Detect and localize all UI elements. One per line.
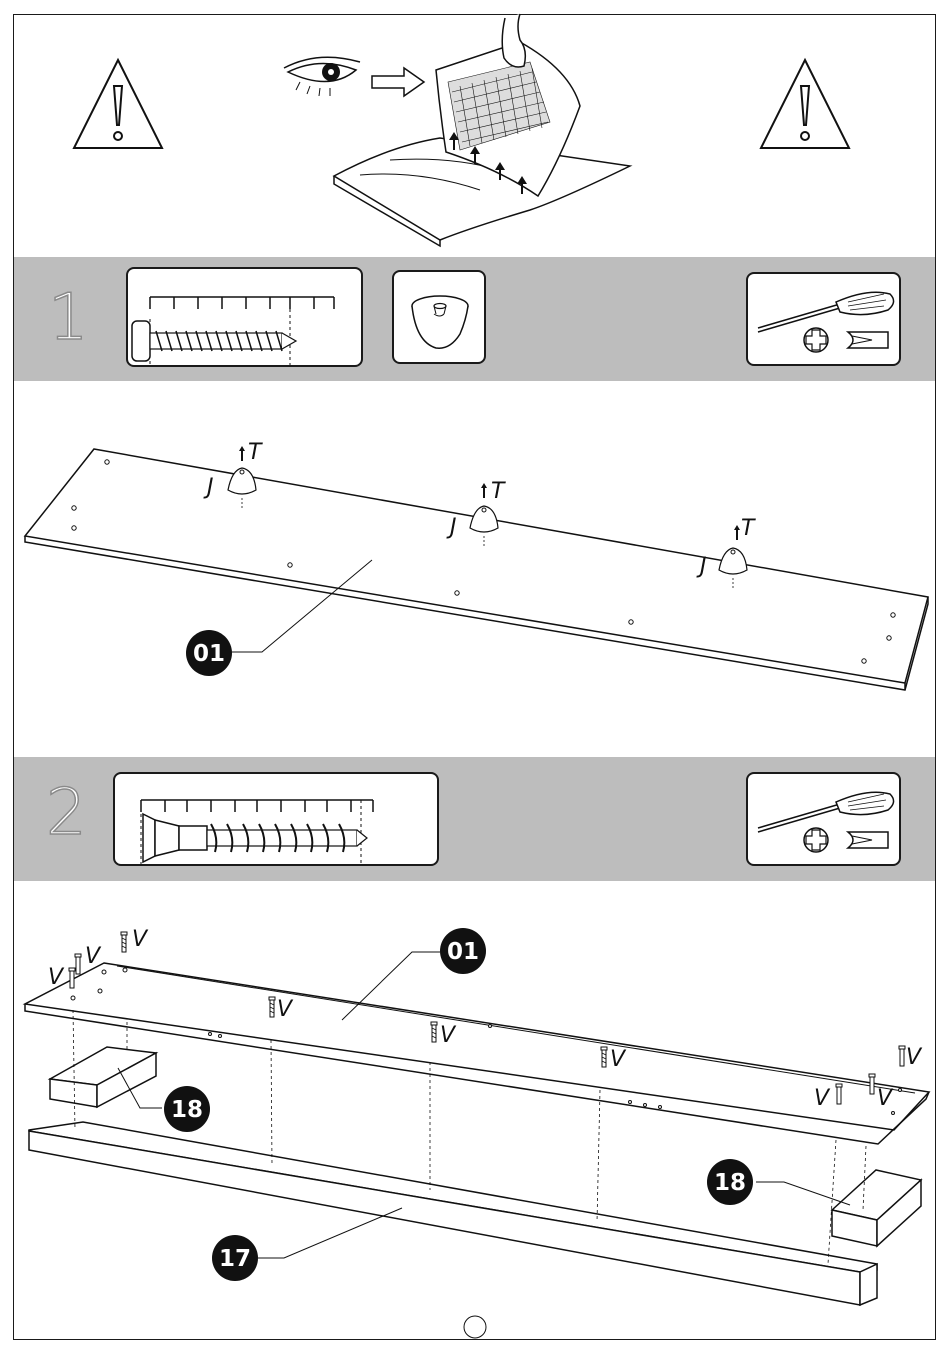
label-v-3: V — [48, 965, 65, 990]
screw-v-8 — [870, 1076, 874, 1094]
label-v-8: V — [877, 1086, 894, 1111]
callout-17-text: 17 — [219, 1246, 251, 1272]
label-v-6: V — [610, 1047, 627, 1072]
board-01-top — [25, 963, 929, 1144]
label-v-7: V — [814, 1086, 831, 1111]
label-v-4: V — [277, 997, 294, 1022]
label-v-5: V — [440, 1023, 457, 1048]
block-18-right — [832, 1170, 921, 1246]
page-number-circle — [464, 1316, 486, 1338]
screw-v-7 — [837, 1086, 841, 1104]
label-v-2: V — [85, 944, 102, 969]
screw-v-3 — [70, 970, 74, 988]
beam-17 — [29, 1122, 877, 1305]
callout-18-text-right: 18 — [714, 1170, 746, 1196]
screw-v-9 — [900, 1048, 904, 1066]
label-v-9: V — [906, 1045, 923, 1070]
callout-18-text-left: 18 — [171, 1097, 203, 1123]
label-v-1: V — [132, 927, 149, 952]
block-18-left — [50, 1047, 156, 1107]
callout-01-text-2: 01 — [447, 939, 479, 965]
screw-v-2 — [76, 956, 80, 974]
